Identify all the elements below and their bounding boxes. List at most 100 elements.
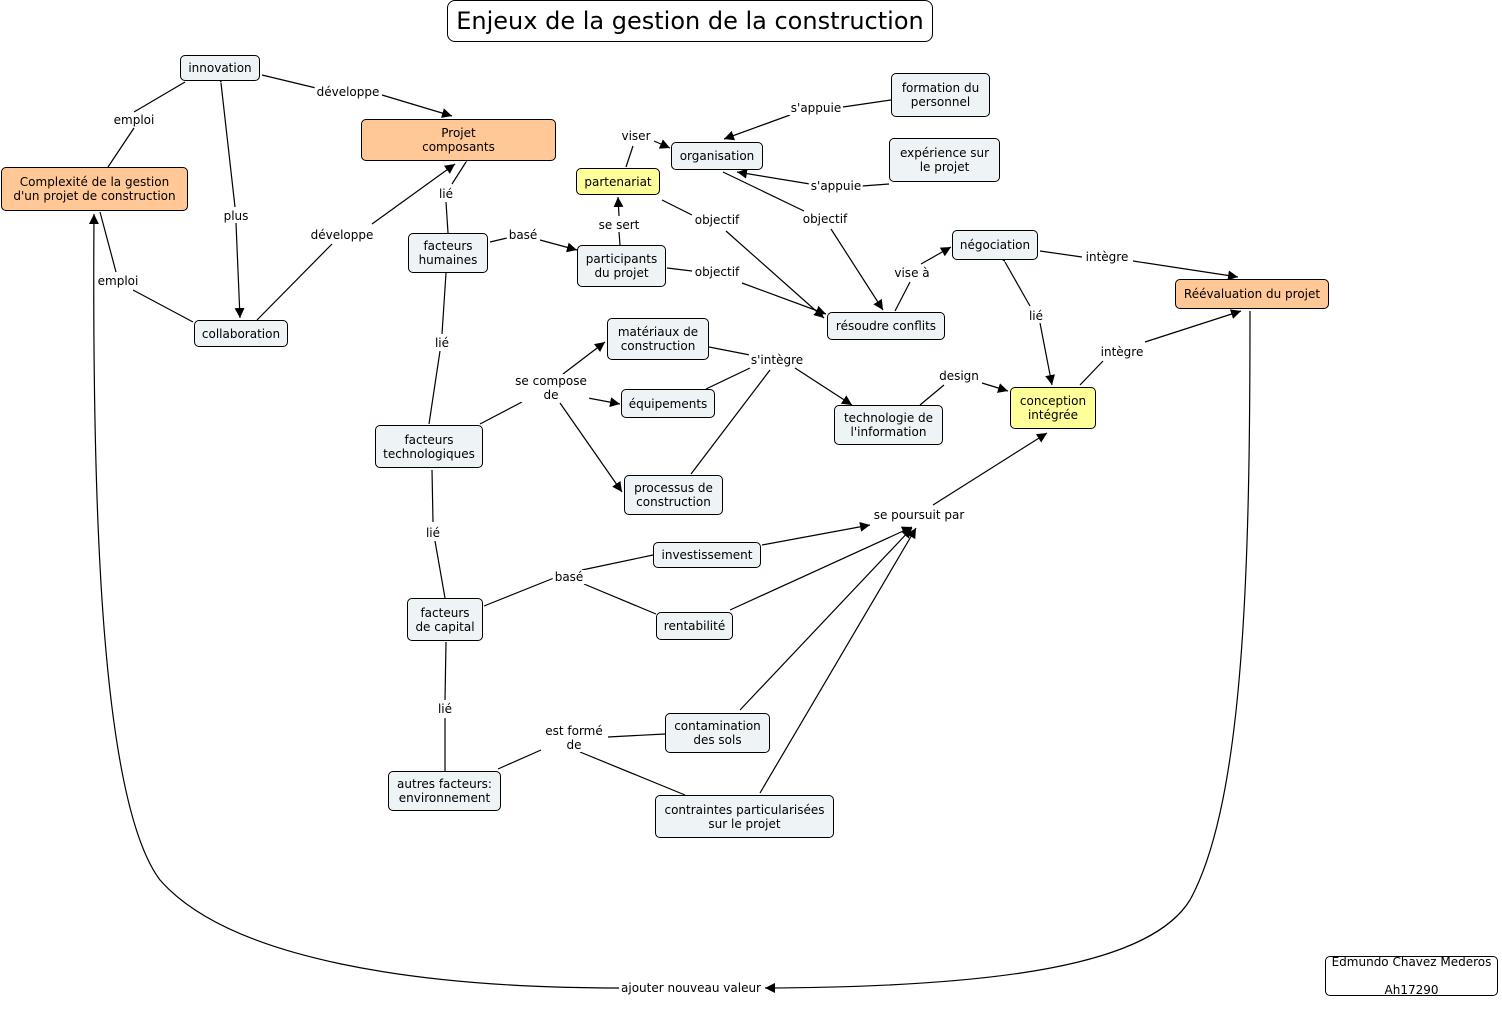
edge-secompose-equipements [587,397,621,408]
edge-base-investissement [581,554,654,571]
edge-innovation-developpe [261,74,317,89]
node-contraintes[interactable]: contraintes particularisées sur le proje… [655,795,834,838]
edge-techno-design [919,384,945,406]
diagram-title: Enjeux de la gestion de la construction [447,0,933,42]
edge-secompose-processus [559,402,623,493]
edge-objectif3-resoudre [741,282,827,316]
edge-estforme-contraintes [579,751,686,796]
edge-estforme-contamination [607,733,666,738]
node-facteurs-capital[interactable]: facteurs de capital [407,598,483,641]
label-integre: intègre [1098,345,1146,359]
node-resoudre-conflits[interactable]: résoudre conflits [827,312,945,340]
edge-sappuie2-organisation [736,168,811,185]
node-investissement[interactable]: investissement [653,542,761,568]
node-negociation[interactable]: négociation [952,230,1038,260]
edge-ajouter-complexite [88,213,621,989]
edge-ft-secompose [479,401,523,425]
author-id: Ah17290 [1384,983,1439,997]
node-partenariat[interactable]: partenariat [576,168,660,195]
node-rentabilite[interactable]: rentabilité [656,612,733,640]
edge-contamination-poursuit [739,527,913,711]
label-est-forme-de: est formé de [543,724,605,752]
label-base: basé [552,570,586,584]
label-base: basé [506,228,540,242]
edge-partenariat-objectif [661,199,693,216]
label-viser: viser [619,129,653,143]
node-participants[interactable]: participants du projet [577,245,666,287]
label-developpe: développe [314,85,382,99]
node-facteurs-humaines[interactable]: facteurs humaines [408,233,488,273]
edge-developpe-projet2 [371,163,456,225]
edge-lie-fc [434,540,446,599]
label-lie: lié [436,187,456,201]
label-lie: lié [435,702,455,716]
edge-experience-sappuie [861,183,890,187]
edge-viser-organisation [653,139,671,149]
label-emploi: emploi [111,113,157,127]
edge-design-conception [981,382,1009,393]
label-se-sert: se sert [596,218,642,232]
node-organisation[interactable]: organisation [671,142,763,170]
edge-materiaux-sintegre [708,346,751,356]
edge-fc-lie [444,641,447,701]
edge-innovation-plus [214,72,236,208]
edge-complexite-emploi2 [99,211,117,273]
edge-processus-sintegre [690,369,771,475]
edge-partenariat-viser [625,145,634,168]
node-collaboration[interactable]: collaboration [194,320,288,347]
node-reevaluation[interactable]: Réévaluation du projet [1175,279,1329,309]
edge-contraintes-poursuit [759,527,917,794]
edge-secompose-materiaux [562,341,606,375]
node-facteurs-technologiques[interactable]: facteurs technologiques [375,425,483,468]
node-complexite[interactable]: Complexité de la gestion d'un projet de … [1,167,188,211]
node-conception-integree[interactable]: conception intégrée [1010,387,1096,429]
node-experience[interactable]: expérience sur le projet [889,138,1000,182]
label-sappuie: s'appuie [788,101,844,115]
edge-integre-reevaluation [1132,260,1239,281]
edge-organisation-objectif [722,171,805,212]
edge-integre2-reevaluation [1144,309,1242,343]
label-objectif: objectif [800,212,850,226]
edge-projet-lie [451,150,476,185]
edge-lie-ft [428,350,441,425]
label-ajouter-nouveau-valeur: ajouter nouveau valeur [619,981,763,995]
edge-emploi-innovation [133,81,186,113]
label-objectif: objectif [692,265,742,279]
edge-developpe-projet [381,94,453,118]
edge-rentabilite-poursuit [729,526,913,611]
edge-fh-base [489,237,508,243]
edge-vise-negociation [920,246,952,265]
label-se-compose-de: se compose de [513,374,589,402]
author-name: Edmundo Chavez Mederos [1331,955,1492,969]
edge-collaboration-developpe [256,243,333,321]
node-projet-composants[interactable]: Projet composants [361,119,556,161]
edge-participants-sesert [618,231,621,246]
node-processus[interactable]: processus de construction [624,475,723,515]
node-equipements[interactable]: équipements [621,389,715,418]
node-innovation[interactable]: innovation [180,55,260,81]
edge-poursuit-conception [932,432,1048,506]
label-design: design [937,369,981,383]
edge-negociation-lie [995,250,1031,307]
node-materiaux[interactable]: matériaux de construction [607,318,709,360]
node-autres-facteurs[interactable]: autres facteurs: environnement [388,771,501,811]
edge-lie-conception [1039,322,1056,386]
label-lie: lié [1026,309,1046,323]
node-contamination[interactable]: contamination des sols [665,713,770,753]
label-developpe: développe [308,228,376,242]
edge-base-participants [539,239,578,253]
label-objectif: objectif [692,213,742,227]
edge-fc-base [483,577,555,607]
edge-plus-collaboration [234,222,245,319]
edge-resoudre-vise [894,281,911,312]
edge-complexite-emploi [107,127,135,168]
edge-sintegre-techno [794,367,853,406]
node-formation[interactable]: formation du personnel [891,73,990,117]
label-lie: lié [423,526,443,540]
edge-sesert-partenariat [613,196,624,217]
edge-conception-integre [1079,360,1104,386]
edge-sappuie-organisation [723,114,791,141]
label-plus: plus [221,209,251,223]
node-technologie-information[interactable]: technologie de l'information [834,405,943,445]
label-lie: lié [432,336,452,350]
